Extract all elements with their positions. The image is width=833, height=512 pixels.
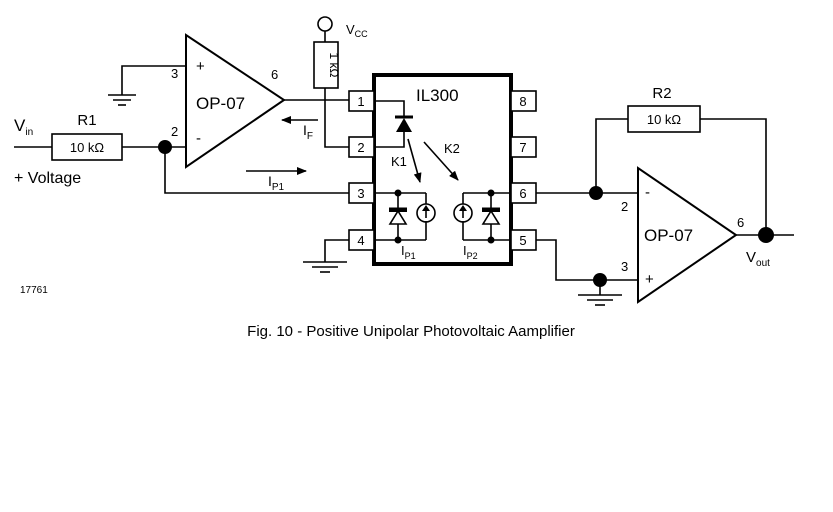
resistor-1k: 1 kΩ: [313, 41, 341, 89]
opamp-1: [185, 33, 286, 169]
chip-pin-3: 3: [348, 182, 375, 204]
ground-symbol: [303, 261, 347, 273]
opamp1-plus-wire: [121, 65, 186, 95]
chip-pin-5: 5: [510, 229, 537, 251]
opamp1-name: OP-07: [196, 94, 245, 113]
opamp1-pin-out: 6: [271, 67, 278, 82]
opamp2-pin-minus: 2: [621, 199, 628, 214]
opamp1-minus-sign: -: [196, 130, 201, 147]
photodiode-2-icon: [463, 189, 511, 244]
svg-text:7: 7: [519, 140, 526, 155]
opamp2-pin-out: 6: [737, 215, 744, 230]
chip-pin-1: 1: [348, 90, 375, 112]
photodiode-1-icon: [374, 189, 426, 244]
light-arrow-k1: [407, 138, 422, 183]
resistor-r1: 10 kΩ: [51, 133, 123, 161]
figure-caption: Fig. 10 - Positive Unipolar Photovoltaic…: [247, 323, 575, 340]
figure-id: 17761: [20, 285, 48, 296]
r1-label: R1: [77, 112, 96, 129]
r2-value: 10 kΩ: [647, 112, 682, 127]
ground-symbol: [578, 294, 622, 306]
opamp-2: [637, 166, 738, 304]
ip1-wire: [164, 147, 349, 194]
light-arrow-k2: [423, 141, 459, 181]
chip-pin-2: 2: [348, 136, 375, 158]
opamp1-plus-sign: +: [196, 58, 205, 75]
opamp2-pin-plus: 3: [621, 259, 628, 274]
chip-pin-6: 6: [510, 182, 537, 204]
chip-name: IL300: [416, 86, 459, 105]
k1-label: K1: [391, 154, 407, 169]
opamp1-pin-minus: 2: [171, 124, 178, 139]
chip-pin-8: 8: [510, 90, 537, 112]
opamp2-minus-sign: -: [645, 184, 650, 201]
svg-text:1: 1: [357, 94, 364, 109]
opamp1-pin-plus: 3: [171, 66, 178, 81]
resistor-1k-wire: [324, 88, 349, 148]
svg-text:2: 2: [357, 140, 364, 155]
svg-text:5: 5: [519, 233, 526, 248]
ground-symbol: [108, 94, 136, 106]
r1-value: 10 kΩ: [70, 140, 105, 155]
ip1-chip-label: IP1: [401, 243, 416, 261]
ip2-chip-label: IP2: [463, 243, 478, 261]
current-source-k1-icon: [416, 193, 436, 240]
resistor-1k-value: 1 kΩ: [327, 53, 341, 78]
current-source-k2-icon: [453, 193, 473, 240]
if-label: IF: [303, 122, 313, 142]
chip-pin-7: 7: [510, 136, 537, 158]
pin4-ground-wire: [324, 239, 349, 262]
output-junction-dot: [758, 227, 774, 243]
voltage-label: + Voltage: [14, 170, 81, 187]
svg-text:3: 3: [357, 186, 364, 201]
r2-left-wire: [595, 118, 628, 193]
il300-chip: [372, 73, 513, 266]
opamp2-plus-sign: +: [645, 271, 654, 288]
svg-text:4: 4: [357, 233, 364, 248]
svg-text:6: 6: [519, 186, 526, 201]
ip1-label: IP1: [268, 173, 285, 193]
k2-label: K2: [444, 141, 460, 156]
vcc-terminal: [317, 16, 333, 32]
vout-label: Vout: [746, 249, 770, 269]
opamp2-name: OP-07: [644, 226, 693, 245]
resistor-r2: 10 kΩ: [627, 105, 701, 133]
vin-label: Vin: [14, 116, 33, 138]
vcc-label: VCC: [346, 22, 368, 39]
r2-label: R2: [652, 85, 671, 102]
chip-pin-4: 4: [348, 229, 375, 251]
svg-text:8: 8: [519, 94, 526, 109]
r2-right-wire: [700, 118, 767, 235]
led-icon: [374, 100, 413, 148]
